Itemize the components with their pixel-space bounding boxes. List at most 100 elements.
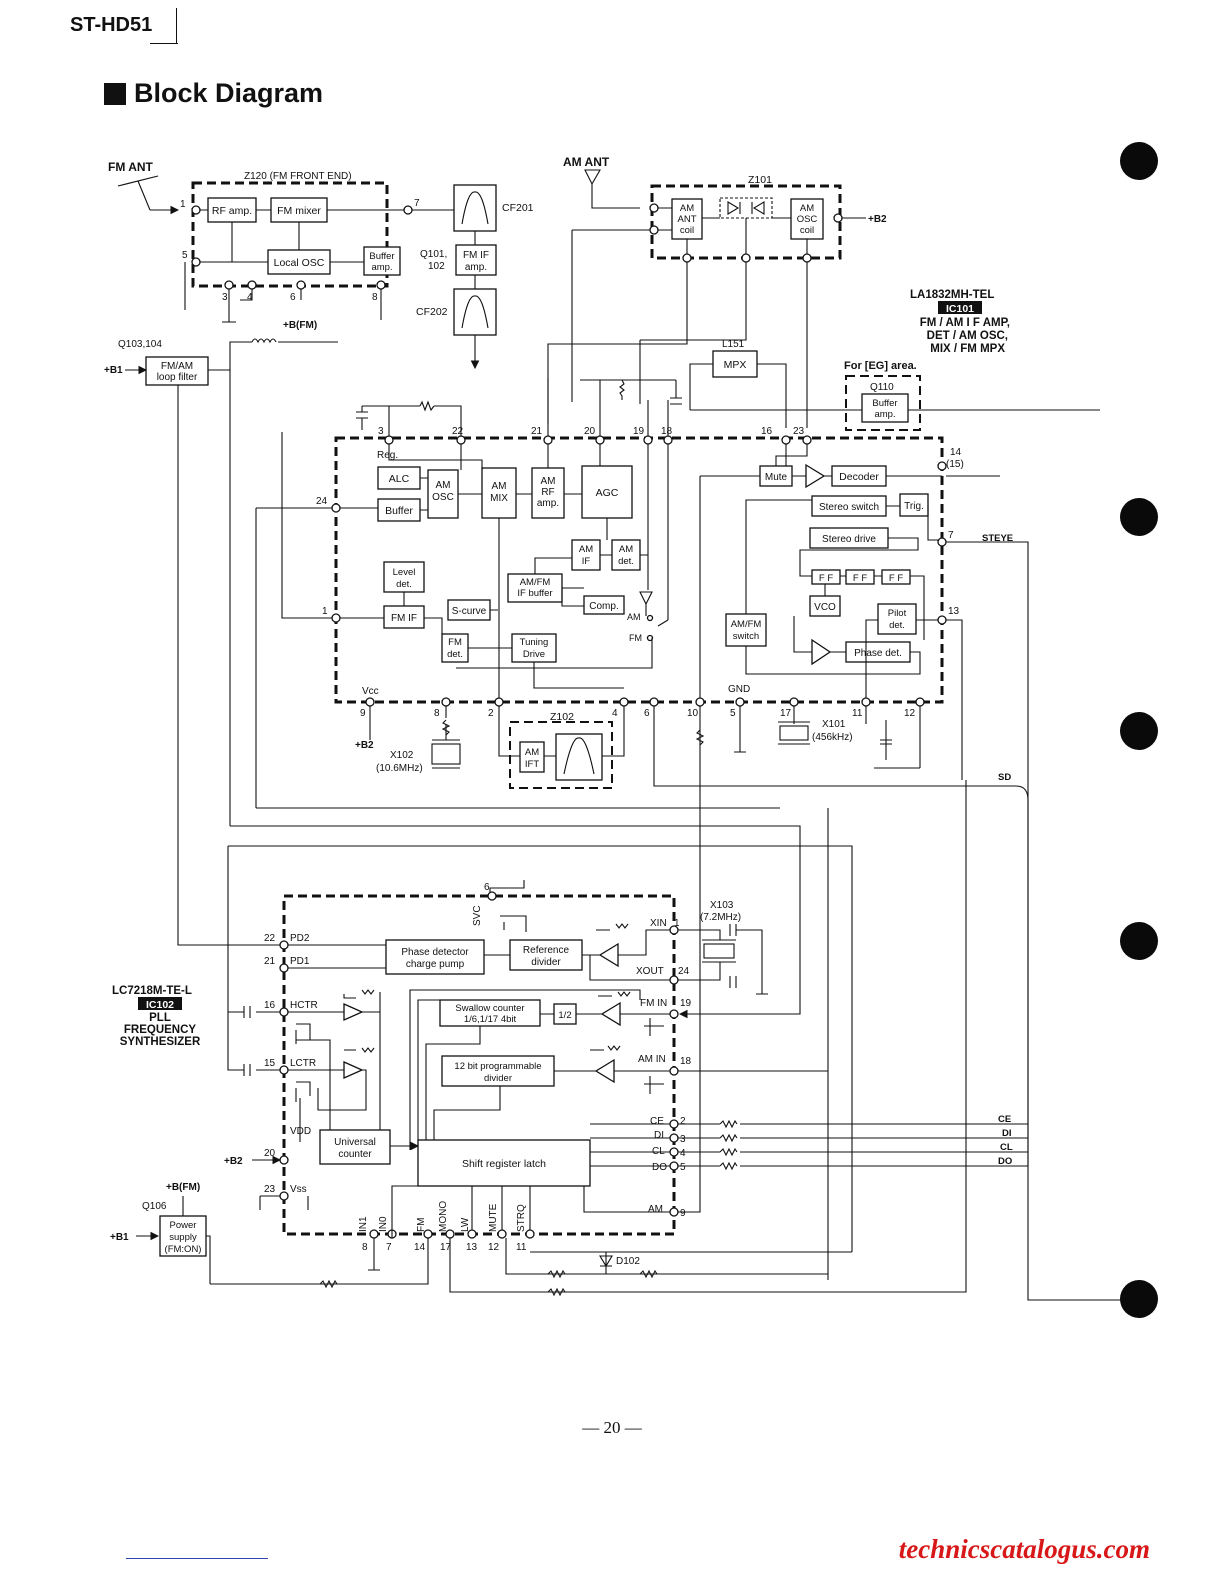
buffer-label: Buffer <box>385 505 413 517</box>
ic101-pin-24 <box>331 503 341 513</box>
header-underline <box>150 43 178 44</box>
reference-divider-label-2: divider <box>531 957 561 968</box>
page-title: Block Diagram <box>134 78 324 108</box>
am-ant-coil-label-1: AM <box>680 203 694 214</box>
svg-text:21: 21 <box>264 956 276 967</box>
fm-if-amp-label-1: FM IF <box>463 250 489 261</box>
ic101-pin-14b-label: (15) <box>946 459 964 470</box>
z120-pin-5-label: 5 <box>182 250 188 261</box>
z120-pin-5 <box>191 257 201 267</box>
svg-text:21: 21 <box>531 426 543 437</box>
q110-box <box>845 375 921 431</box>
tuning-drive-label-2: Drive <box>523 649 545 660</box>
stereo-switch-label: Stereo switch <box>819 502 879 513</box>
z120-pin-8-label: 8 <box>372 292 378 303</box>
am-osc-coil-label-2: OSC <box>797 214 818 225</box>
am-rf-amp-label-3: amp. <box>537 498 559 509</box>
tuning-drive-label-1: Tuning <box>520 637 549 648</box>
svg-text:7: 7 <box>386 1242 392 1253</box>
phase-detector-label-1: Phase detector <box>401 947 469 958</box>
bfm-label-1: +B(FM) <box>283 320 317 331</box>
swallow-counter-block <box>439 999 541 1027</box>
osc-amp <box>598 942 619 968</box>
svg-text:19: 19 <box>680 998 692 1009</box>
power-supply-label-1: Power <box>170 1220 197 1231</box>
xin-label: XIN <box>650 918 667 929</box>
bus-resistors <box>719 1119 738 1171</box>
b1-label-2: +B1 <box>110 1232 129 1243</box>
footer-url[interactable]: technicscatalogus.com <box>898 1534 1150 1564</box>
trig-block <box>899 493 929 517</box>
svg-text:AM: AM <box>648 1204 663 1215</box>
svg-text:5: 5 <box>680 1162 686 1173</box>
z120-box <box>191 181 389 288</box>
svg-text:LCTR: LCTR <box>290 1058 316 1069</box>
svg-text:CE: CE <box>650 1116 664 1127</box>
svg-text:9: 9 <box>360 708 366 719</box>
am-rf-amp-label-2: RF <box>541 487 554 498</box>
am-ant-coil-block <box>671 198 703 240</box>
svg-text:4: 4 <box>680 1148 686 1159</box>
z120-pin-6 <box>296 280 306 290</box>
b2-label-1: +B2 <box>868 214 887 225</box>
vcc-label: Vcc <box>362 686 379 697</box>
ic101-desc-2: DET / AM OSC, <box>927 330 1008 342</box>
am-osc-coil-label-3: coil <box>800 225 814 236</box>
svg-text:FM IN: FM IN <box>640 998 667 1009</box>
am-rf-amp-label-1: AM <box>541 476 556 487</box>
heading-square-icon <box>104 82 126 105</box>
ic101-desc-3: MIX / FM MPX <box>930 343 1005 355</box>
svg-text:DI: DI <box>654 1130 664 1141</box>
resistor-reg <box>419 400 435 412</box>
svg-text:4: 4 <box>612 708 618 719</box>
svg-text:15: 15 <box>264 1058 276 1069</box>
svg-text:MONO: MONO <box>438 1201 449 1232</box>
svg-text:PD2: PD2 <box>290 933 310 944</box>
q110-label-1: Buffer <box>872 398 897 409</box>
amfm-if-buffer-block <box>507 573 563 603</box>
am-mix-label-2: MIX <box>490 493 508 504</box>
di-signal: DI <box>1002 1128 1012 1139</box>
am-if-label-1: AM <box>579 544 593 555</box>
switch-fm-label: FM <box>629 633 642 643</box>
ic101-pin-14-label: 14 <box>950 447 962 458</box>
svg-text:19: 19 <box>633 426 645 437</box>
fm-if-amp-block <box>455 244 497 276</box>
z101-label: Z101 <box>748 174 772 186</box>
fm-det-label-2: det. <box>447 649 463 660</box>
reference-divider-label-1: Reference <box>523 945 570 956</box>
fm-antenna: FM ANT <box>108 160 159 211</box>
z120-pin-6-label: 6 <box>290 292 296 303</box>
ic102-pin-6-label: 6 <box>484 882 490 893</box>
svg-text:Vss: Vss <box>290 1184 307 1195</box>
universal-counter-label-2: counter <box>338 1149 372 1160</box>
svg-text:9: 9 <box>680 1208 686 1219</box>
svg-text:23: 23 <box>793 426 805 437</box>
power-supply-label-3: (FM:ON) <box>165 1244 202 1255</box>
mute-label: Mute <box>765 472 788 483</box>
svg-text:IN1: IN1 <box>358 1216 369 1232</box>
ic101-pin-14 <box>937 461 947 471</box>
cl-signal: CL <box>1000 1142 1013 1153</box>
programmable-divider-block <box>441 1055 555 1087</box>
universal-counter-block <box>319 1129 391 1165</box>
am-det-label-2: det. <box>618 556 634 567</box>
binder-hole-2 <box>1120 498 1158 536</box>
svg-text:12: 12 <box>488 1242 500 1253</box>
phase-det-label: Phase det. <box>854 648 902 659</box>
am-osc-label-2: OSC <box>432 492 454 503</box>
divide-by-two-label: 1/2 <box>558 1010 571 1021</box>
sd-signal: SD <box>998 772 1011 783</box>
z101-pin-b <box>649 225 659 235</box>
fm-mixer-label: FM mixer <box>277 205 321 217</box>
ic101-pin-7-label: 7 <box>948 530 954 541</box>
am-ant-coil-label-2: ANT <box>678 214 697 225</box>
d102-label: D102 <box>616 1256 640 1267</box>
svg-text:16: 16 <box>761 426 773 437</box>
svg-text:2: 2 <box>488 708 494 719</box>
svg-text:8: 8 <box>362 1242 368 1253</box>
svg-text:3: 3 <box>378 426 384 437</box>
z120-pin-4-label: 4 <box>247 292 253 303</box>
l151-label: L151 <box>722 339 745 350</box>
